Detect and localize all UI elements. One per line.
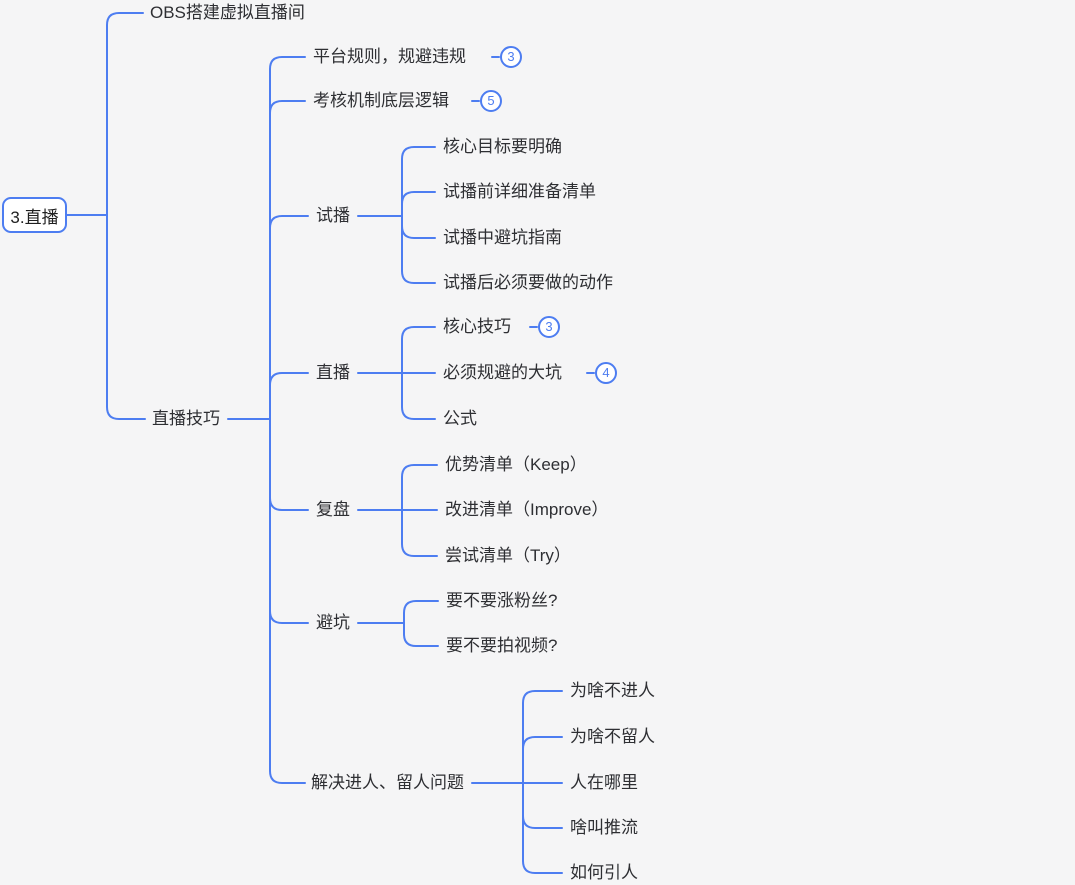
- node-traffic-retention[interactable]: 解决进人、留人问题: [311, 773, 464, 792]
- node-shoot-videos-question[interactable]: 要不要拍视频?: [446, 636, 558, 655]
- node-grow-followers-question[interactable]: 要不要涨粉丝?: [446, 591, 558, 610]
- node-post-trial-actions[interactable]: 试播后必须要做的动作: [443, 273, 613, 292]
- node-formula[interactable]: 公式: [443, 409, 477, 428]
- node-trial-broadcast[interactable]: 试播: [316, 206, 350, 225]
- node-core-goal[interactable]: 核心目标要明确: [443, 137, 562, 156]
- level2-connectors: [227, 56, 309, 784]
- node-try-list[interactable]: 尝试清单（Try）: [445, 546, 571, 565]
- collapsed-count-badge[interactable]: 3: [538, 316, 560, 338]
- node-what-is-streaming-push[interactable]: 啥叫推流: [570, 818, 638, 837]
- node-pre-trial-checklist[interactable]: 试播前详细准备清单: [443, 182, 596, 201]
- node-improve-list[interactable]: 改进清单（Improve）: [445, 500, 609, 519]
- badge-dashes: [471, 56, 595, 374]
- node-avoid-pitfalls[interactable]: 避坑: [316, 613, 350, 632]
- collapsed-count-badge[interactable]: 5: [480, 90, 502, 112]
- node-why-no-visitors[interactable]: 为啥不进人: [570, 681, 655, 700]
- node-live-skills[interactable]: 直播技巧: [152, 409, 220, 428]
- node-why-no-retention[interactable]: 为啥不留人: [570, 727, 655, 746]
- node-broadcast[interactable]: 直播: [316, 363, 350, 382]
- collapsed-count-badge[interactable]: 4: [595, 362, 617, 384]
- collapsed-count-badge[interactable]: 3: [500, 46, 522, 68]
- node-assessment-logic[interactable]: 考核机制底层逻辑: [313, 91, 449, 110]
- node-platform-rules[interactable]: 平台规则，规避违规: [313, 47, 466, 66]
- node-must-avoid-pits[interactable]: 必须规避的大坑: [443, 363, 562, 382]
- zhibo-connectors: [357, 326, 436, 420]
- bikeng-connectors: [357, 600, 439, 647]
- node-review[interactable]: 复盘: [316, 500, 350, 519]
- fupan-connectors: [357, 464, 438, 557]
- shibo-connectors: [357, 146, 436, 284]
- node-core-skills[interactable]: 核心技巧: [443, 317, 511, 336]
- node-where-are-people[interactable]: 人在哪里: [570, 773, 638, 792]
- node-during-trial-guide[interactable]: 试播中避坑指南: [443, 228, 562, 247]
- root-connectors: [66, 12, 146, 420]
- root-node[interactable]: 3.直播: [2, 197, 67, 233]
- node-how-to-attract[interactable]: 如何引人: [570, 863, 638, 882]
- jiejue-connectors: [471, 690, 563, 874]
- node-obs-virtual-studio[interactable]: OBS搭建虚拟直播间: [150, 3, 305, 22]
- node-keep-list[interactable]: 优势清单（Keep）: [445, 455, 587, 474]
